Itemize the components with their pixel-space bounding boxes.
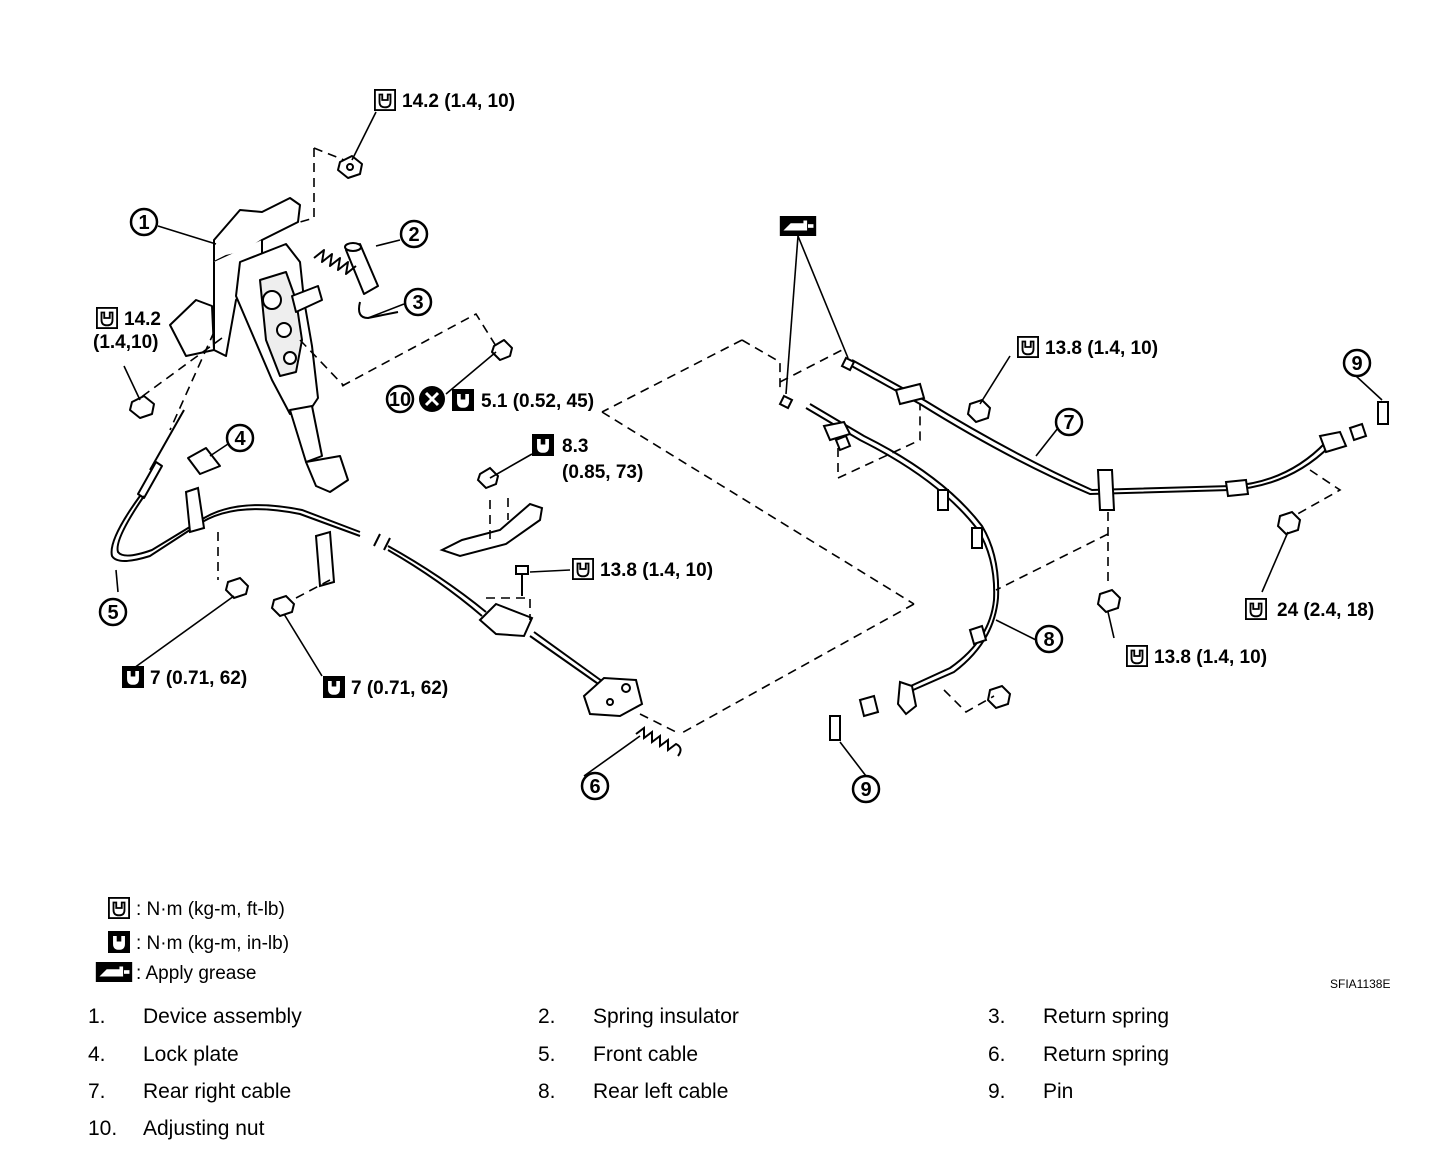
callout-2: 2 [399, 219, 429, 249]
front-cable-drawing [110, 495, 607, 689]
leader-dashed-lines [139, 147, 1342, 735]
torque-wrench-outline-icon [572, 558, 594, 580]
svg-text:5.1 (0.52, 45): 5.1 (0.52, 45) [481, 391, 594, 412]
torque-label-8: 13.8 (1.4, 10) [1017, 336, 1158, 359]
callout-4: 4 [225, 423, 255, 453]
torque-wrench-outline-icon [1017, 336, 1039, 358]
callout-6: 6 [580, 771, 610, 801]
torque-wrench-outline-icon [108, 897, 130, 919]
do-not-reuse-icon [419, 386, 445, 412]
torque-wrench-filled-icon [108, 931, 130, 953]
front-cable-brackets [184, 466, 644, 718]
svg-text:13.8 (1.4, 10): 13.8 (1.4, 10) [600, 560, 713, 581]
legend-inlb: : N·m (kg-m, in-lb) [136, 933, 289, 954]
callout-9-right: 9 [1342, 348, 1372, 378]
torque-wrench-outline-icon [1245, 598, 1267, 620]
callout-3: 3 [403, 287, 433, 317]
torque-wrench-filled-icon [532, 434, 554, 456]
svg-text:7: 7 [1063, 412, 1074, 434]
leader-solid-lines [115, 111, 1383, 777]
torque-wrench-filled-icon [122, 666, 144, 688]
legend-ftlb: : N·m (kg-m, ft-lb) [136, 899, 285, 920]
rear-cable-parts [778, 356, 1389, 741]
torque-wrench-filled-icon [452, 389, 474, 411]
torque-wrench-outline-icon [96, 307, 118, 329]
svg-text:4: 4 [234, 428, 246, 450]
torque-wrench-outline-icon [1126, 645, 1148, 667]
rear-cables-drawing [805, 359, 1331, 695]
figure-code: SFIA1138E [1330, 977, 1390, 991]
torque-label-10: 13.8 (1.4, 10) [1126, 645, 1267, 668]
svg-text:3: 3 [412, 292, 423, 314]
svg-text:(1.4,10): (1.4,10) [93, 332, 158, 353]
svg-text:1: 1 [138, 212, 149, 234]
grease-gun-icon [95, 962, 133, 982]
torque-label-5: 13.8 (1.4, 10) [572, 558, 713, 581]
callout-7: 7 [1054, 407, 1084, 437]
svg-text:13.8 (1.4, 10): 13.8 (1.4, 10) [1045, 338, 1158, 359]
callout-10: 10 [385, 384, 415, 414]
torque-label-2: 14.2 (1.4,10) [93, 307, 161, 353]
svg-text:2: 2 [408, 224, 419, 246]
device-assembly-drawing [129, 155, 513, 499]
svg-text:14.2: 14.2 [124, 309, 161, 330]
svg-text:13.8 (1.4, 10): 13.8 (1.4, 10) [1154, 647, 1267, 668]
grease-gun-icon [779, 216, 817, 236]
svg-text:9: 9 [860, 779, 871, 801]
torque-label-9: 24 (2.4, 18) [1245, 598, 1374, 621]
torque-wrench-filled-icon [323, 676, 345, 698]
torque-wrench-outline-icon [374, 89, 396, 111]
torque-label-7: 7 (0.71, 62) [323, 676, 448, 699]
legend: : N·m (kg-m, ft-lb) : N·m (kg-m, in-lb) … [95, 897, 289, 984]
svg-text:14.2 (1.4, 10): 14.2 (1.4, 10) [402, 91, 515, 112]
svg-text:8.3: 8.3 [562, 436, 588, 457]
torque-label-3: 5.1 (0.52, 45) [452, 389, 594, 412]
svg-text:8: 8 [1043, 629, 1054, 651]
svg-text:9: 9 [1351, 353, 1362, 375]
callout-5: 5 [98, 597, 128, 627]
legend-grease: : Apply grease [136, 963, 256, 984]
svg-text:(0.85, 73): (0.85, 73) [562, 462, 643, 483]
callout-8: 8 [1034, 624, 1064, 654]
torque-label-6: 7 (0.71, 62) [122, 666, 247, 689]
torque-label-4: 8.3 (0.85, 73) [532, 434, 643, 483]
torque-label-1: 14.2 (1.4, 10) [374, 89, 515, 112]
return-spring-6-drawing [635, 726, 682, 757]
svg-text:7 (0.71, 62): 7 (0.71, 62) [150, 668, 247, 689]
svg-text:6: 6 [589, 776, 600, 798]
svg-text:5: 5 [107, 602, 118, 624]
svg-text:7 (0.71, 62): 7 (0.71, 62) [351, 678, 448, 699]
svg-text:10: 10 [389, 389, 411, 411]
callout-9-left: 9 [851, 774, 881, 804]
callout-1: 1 [129, 207, 159, 237]
svg-text:24 (2.4, 18): 24 (2.4, 18) [1277, 600, 1374, 621]
